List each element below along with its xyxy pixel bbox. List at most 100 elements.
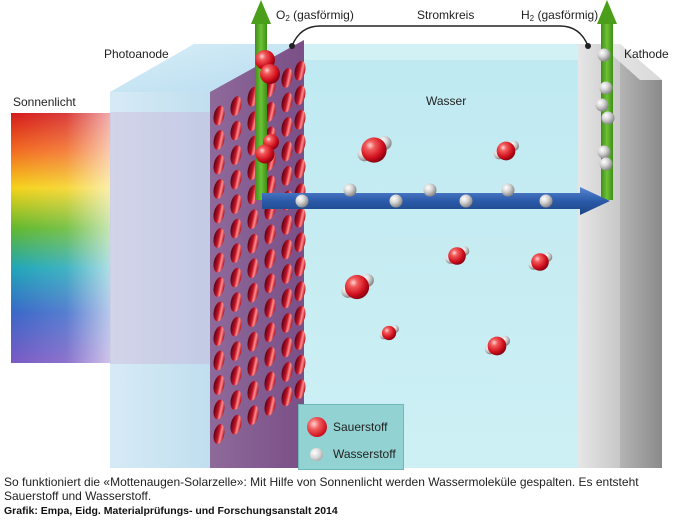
- hydrogen-atom-icon: [459, 194, 473, 208]
- credit-text: Grafik: Empa, Eidg. Materialprüfungs- un…: [4, 505, 338, 517]
- nano-cap-icon: [264, 224, 276, 245]
- nano-cap-icon: [213, 179, 225, 199]
- nano-cap-icon: [294, 330, 306, 351]
- molecules-layer: [255, 48, 615, 356]
- legend-box: Sauerstoff Wasserstoff: [298, 404, 404, 470]
- nano-cap-icon: [213, 130, 225, 150]
- nano-cap-icon: [247, 258, 259, 279]
- hydrogen-atom-icon: [599, 157, 613, 171]
- nano-cap-icon: [264, 297, 276, 318]
- water-molecule-icon: [341, 273, 374, 300]
- water-molecule-icon: [445, 246, 470, 265]
- legend-oxygen-label: Sauerstoff: [333, 420, 388, 434]
- photoanode-label: Photoanode: [104, 47, 169, 61]
- water-molecule-icon: [528, 252, 553, 271]
- nano-cap-icon: [294, 85, 306, 106]
- nano-cap-icon: [281, 288, 293, 309]
- hydrogen-atom-icon: [595, 98, 609, 112]
- nano-cap-icon: [294, 281, 306, 302]
- hydrogen-atom-icon: [597, 48, 611, 62]
- nano-cap-icon: [213, 350, 225, 371]
- nano-cap-icon: [281, 239, 293, 260]
- nano-cap-icon: [247, 405, 259, 426]
- nano-cap-icon: [213, 105, 225, 126]
- hydrogen-atom-icon: [601, 111, 615, 125]
- nano-cap-icon: [247, 356, 259, 377]
- cathode-label: Kathode: [624, 47, 669, 61]
- nano-cap-icon: [294, 256, 306, 277]
- photoanode-nano-caps: [213, 60, 306, 444]
- hydrogen-atom-icon: [389, 194, 403, 208]
- nano-cap-icon: [213, 375, 225, 395]
- nano-cap-icon: [281, 313, 293, 333]
- nano-cap-icon: [247, 233, 259, 254]
- nano-cap-icon: [230, 316, 242, 337]
- nano-cap-icon: [213, 424, 225, 444]
- nano-cap-icon: [230, 341, 242, 361]
- nano-cap-icon: [213, 252, 225, 273]
- hydrogen-atom-icon: [599, 81, 613, 95]
- nano-cap-icon: [264, 346, 276, 367]
- oxygen-gas-label: O2 (gasförmig): [276, 8, 354, 23]
- oxygen-atom-icon: [307, 417, 327, 437]
- nano-cap-icon: [281, 68, 293, 88]
- nano-cap-icon: [213, 301, 225, 322]
- water-label: Wasser: [426, 94, 467, 108]
- nano-cap-icon: [213, 154, 225, 175]
- nano-cap-icon: [230, 414, 242, 435]
- nano-cap-icon: [281, 166, 293, 186]
- nano-cap-icon: [281, 141, 293, 162]
- legend-hydrogen: Wasserstoff: [307, 447, 396, 461]
- water-molecule-icon: [484, 335, 511, 356]
- nano-cap-icon: [230, 292, 242, 312]
- nano-cap-icon: [247, 380, 259, 401]
- nano-cap-icon: [281, 117, 293, 137]
- oxygen-atom-icon: [260, 64, 280, 84]
- nano-cap-icon: [230, 390, 242, 410]
- nano-cap-icon: [281, 362, 293, 382]
- nano-cap-icon: [247, 307, 259, 328]
- nano-cap-icon: [213, 399, 225, 420]
- nano-cap-icon: [294, 379, 306, 400]
- nano-cap-icon: [213, 277, 225, 297]
- sunlight-label: Sonnenlicht: [13, 95, 76, 109]
- nano-cap-icon: [264, 175, 276, 196]
- oxygen-atom-icon: [255, 144, 275, 164]
- water-molecule-icon: [493, 140, 520, 161]
- hydrogen-atom-icon: [295, 194, 309, 208]
- nano-cap-icon: [230, 120, 242, 141]
- nano-cap-icon: [264, 101, 276, 122]
- nano-cap-icon: [230, 194, 242, 214]
- nano-cap-icon: [264, 395, 276, 416]
- water-splitting-diagram: [11, 0, 662, 468]
- nano-cap-icon: [294, 354, 306, 375]
- nano-cap-icon: [247, 282, 259, 303]
- nano-cap-icon: [281, 337, 293, 358]
- nano-cap-icon: [230, 218, 242, 239]
- caption-text: So funktioniert die «Mottenaugen-Solarze…: [4, 475, 639, 503]
- nano-cap-icon: [294, 158, 306, 179]
- legend-hydrogen-label: Wasserstoff: [333, 447, 396, 461]
- hydrogen-atom-icon: [539, 194, 553, 208]
- nano-cap-icon: [294, 109, 306, 130]
- water-volume: [215, 44, 578, 468]
- nano-cap-icon: [230, 267, 242, 288]
- circuit-wire: [291, 25, 589, 47]
- nano-cap-icon: [281, 264, 293, 284]
- nano-cap-icon: [294, 60, 306, 81]
- hydrogen-atom-icon: [597, 145, 611, 159]
- nano-cap-icon: [247, 331, 259, 352]
- nano-cap-icon: [213, 228, 225, 248]
- water-molecule-icon: [379, 325, 399, 341]
- photoanode-nanostructure-wall: [210, 40, 304, 468]
- nano-cap-icon: [264, 248, 276, 269]
- nano-cap-icon: [230, 96, 242, 116]
- photoanode-front-face: [110, 92, 215, 468]
- nano-cap-icon: [247, 209, 259, 230]
- nano-cap-icon: [294, 305, 306, 326]
- photoanode-top-face: [110, 44, 299, 92]
- nano-cap-icon: [230, 169, 242, 190]
- nano-cap-icon: [294, 134, 306, 155]
- hydrogen-gas-label: H2 (gasförmig): [521, 8, 599, 23]
- circuit-label: Stromkreis: [417, 8, 475, 22]
